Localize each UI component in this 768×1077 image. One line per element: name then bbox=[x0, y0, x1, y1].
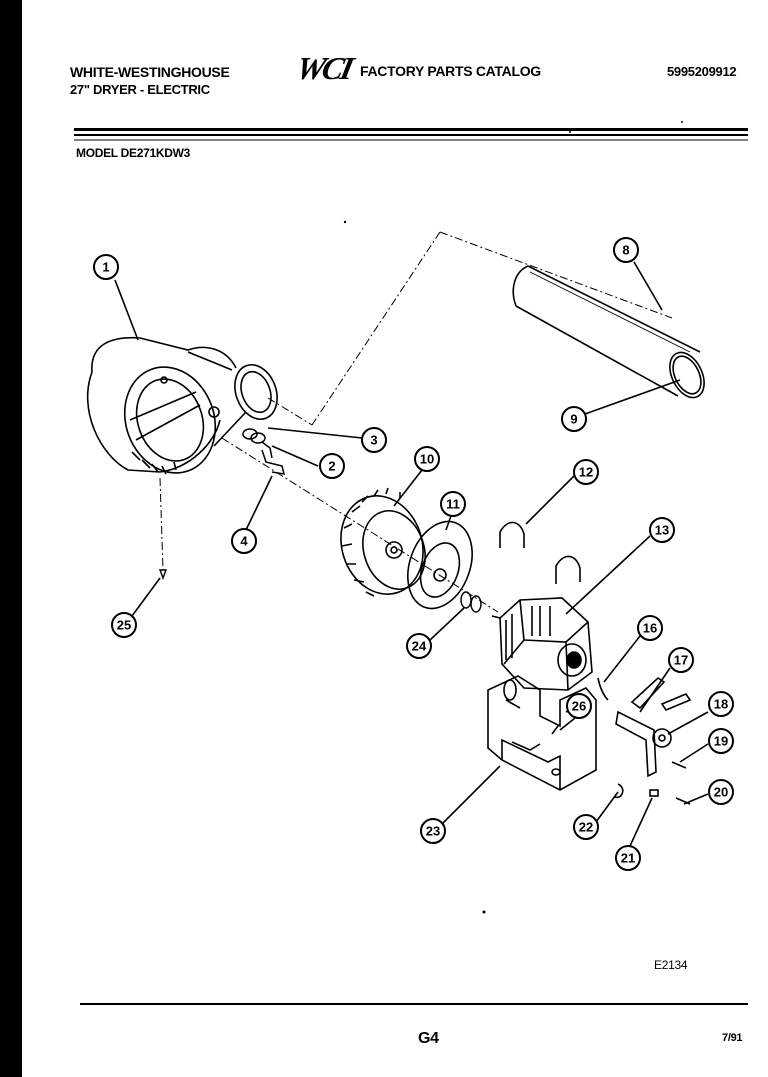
idler-assembly bbox=[551, 676, 692, 805]
callout-21: 21 bbox=[615, 845, 641, 871]
callout-circle bbox=[440, 491, 466, 517]
document-number: 5995209912 bbox=[667, 64, 737, 79]
callout-number: 11 bbox=[446, 497, 460, 512]
print-date: 7/91 bbox=[722, 1032, 743, 1044]
callout-circle bbox=[319, 453, 345, 479]
callout-circle bbox=[613, 237, 639, 263]
callout-25: 25 bbox=[111, 612, 137, 638]
callout-number: 9 bbox=[570, 412, 577, 427]
callout-circle bbox=[420, 818, 446, 844]
callout-4: 4 bbox=[231, 528, 257, 554]
callout-24: 24 bbox=[406, 633, 432, 659]
callout-circle bbox=[708, 691, 734, 717]
scan-edge-bar bbox=[0, 0, 22, 1077]
callout-2: 2 bbox=[319, 453, 345, 479]
callout-circle bbox=[668, 647, 694, 673]
washers bbox=[460, 591, 482, 613]
callout-9: 9 bbox=[561, 406, 587, 432]
callout-number: 3 bbox=[370, 433, 377, 448]
callout-circle bbox=[561, 406, 587, 432]
callout-number: 8 bbox=[622, 243, 629, 258]
callout-circle bbox=[637, 615, 663, 641]
callout-3: 3 bbox=[361, 427, 387, 453]
callout-circle bbox=[566, 693, 592, 719]
callout-20: 20 bbox=[708, 779, 734, 805]
callout-circle bbox=[111, 612, 137, 638]
callout-number: 24 bbox=[412, 639, 427, 654]
catalog-title: FACTORY PARTS CATALOG bbox=[360, 63, 541, 79]
diagram-code: E2134 bbox=[654, 958, 688, 972]
callout-number: 25 bbox=[117, 618, 131, 633]
callout-circle bbox=[615, 845, 641, 871]
exhaust-duct bbox=[512, 265, 705, 399]
callout-11: 11 bbox=[440, 491, 466, 517]
callout-18: 18 bbox=[708, 691, 734, 717]
callout-16: 16 bbox=[637, 615, 663, 641]
callout-circle bbox=[406, 633, 432, 659]
callout-circle bbox=[93, 254, 119, 280]
mounting-bracket bbox=[261, 449, 286, 475]
callout-13: 13 bbox=[649, 517, 675, 543]
callout-number: 23 bbox=[426, 824, 440, 839]
callout-circle bbox=[708, 779, 734, 805]
page-number: G4 bbox=[418, 1030, 439, 1047]
blower-wheel bbox=[340, 487, 426, 597]
mounting-screw bbox=[158, 569, 168, 580]
callout-number: 18 bbox=[714, 697, 728, 712]
callout-circle bbox=[708, 728, 734, 754]
callout-number: 16 bbox=[643, 621, 657, 636]
callout-number: 26 bbox=[572, 699, 586, 714]
callout-22: 22 bbox=[573, 814, 599, 840]
assembly-lines bbox=[159, 231, 673, 613]
callout-8: 8 bbox=[613, 237, 639, 263]
callout-number: 13 bbox=[655, 523, 669, 538]
callout-23: 23 bbox=[420, 818, 446, 844]
leader-lines bbox=[114, 261, 709, 847]
clamp-spring bbox=[242, 428, 273, 459]
drive-motor bbox=[491, 597, 593, 691]
brand-name: WHITE-WESTINGHOUSE bbox=[70, 64, 230, 80]
callout-26: 26 bbox=[566, 693, 592, 719]
callout-number: 2 bbox=[328, 459, 335, 474]
callout-12: 12 bbox=[573, 459, 599, 485]
callout-circle bbox=[414, 446, 440, 472]
callout-circle bbox=[231, 528, 257, 554]
model-number: MODEL DE271KDW3 bbox=[76, 146, 190, 160]
callout-circle bbox=[573, 459, 599, 485]
callout-number: 10 bbox=[420, 452, 434, 467]
parts-page: WHITE-WESTINGHOUSE 27" DRYER - ELECTRIC … bbox=[22, 0, 768, 1077]
callout-number: 1 bbox=[102, 260, 109, 275]
callout-1: 1 bbox=[93, 254, 119, 280]
callout-number: 17 bbox=[674, 653, 688, 668]
callout-circle bbox=[649, 517, 675, 543]
callout-number: 12 bbox=[579, 465, 593, 480]
scan-specks bbox=[343, 121, 683, 914]
header-rules bbox=[74, 128, 748, 141]
callout-number: 19 bbox=[714, 734, 728, 749]
callout-circle bbox=[573, 814, 599, 840]
blower-housing bbox=[86, 336, 278, 475]
callout-number: 20 bbox=[714, 785, 728, 800]
seal-plate bbox=[407, 520, 473, 610]
callout-19: 19 bbox=[708, 728, 734, 754]
product-line: 27" DRYER - ELECTRIC bbox=[70, 82, 210, 97]
motor-clips bbox=[499, 521, 581, 584]
callout-number: 21 bbox=[621, 851, 635, 866]
callout-10: 10 bbox=[414, 446, 440, 472]
callout-number: 22 bbox=[579, 820, 593, 835]
callout-number: 4 bbox=[240, 534, 248, 549]
callout-circle bbox=[361, 427, 387, 453]
callout-17: 17 bbox=[668, 647, 694, 673]
